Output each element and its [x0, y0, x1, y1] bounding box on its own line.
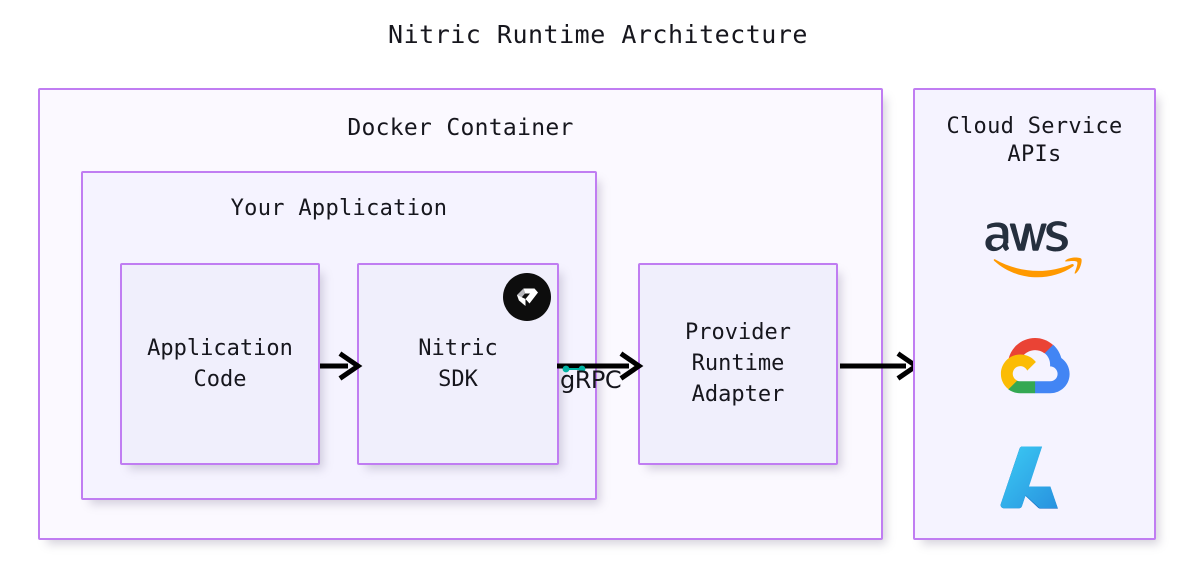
aws-logo-icon: [975, 210, 1095, 294]
azure-logo-icon: [975, 436, 1095, 520]
grpc-mark-icon: [562, 365, 586, 373]
cloud-service-apis-box[interactable]: Cloud Service APIs: [913, 88, 1156, 540]
grpc-edge-label: gRPC: [560, 366, 622, 394]
nitric-logo-icon: [503, 273, 551, 321]
provider-runtime-adapter-box[interactable]: Provider Runtime Adapter: [638, 263, 838, 465]
application-code-box[interactable]: Application Code: [120, 263, 320, 465]
docker-container-label: Docker Container: [347, 115, 574, 141]
page-title: Nitric Runtime Architecture: [388, 20, 808, 49]
cloud-service-apis-label: Cloud Service APIs: [946, 114, 1123, 168]
application-code-label: Application Code: [147, 335, 293, 392]
your-application-label: Your Application: [230, 196, 448, 221]
google-cloud-logo-icon: [975, 323, 1095, 407]
nitric-sdk-label: Nitric SDK: [418, 335, 498, 392]
provider-runtime-adapter-label: Provider Runtime Adapter: [685, 320, 791, 408]
cloud-provider-logo-list: [915, 195, 1154, 535]
